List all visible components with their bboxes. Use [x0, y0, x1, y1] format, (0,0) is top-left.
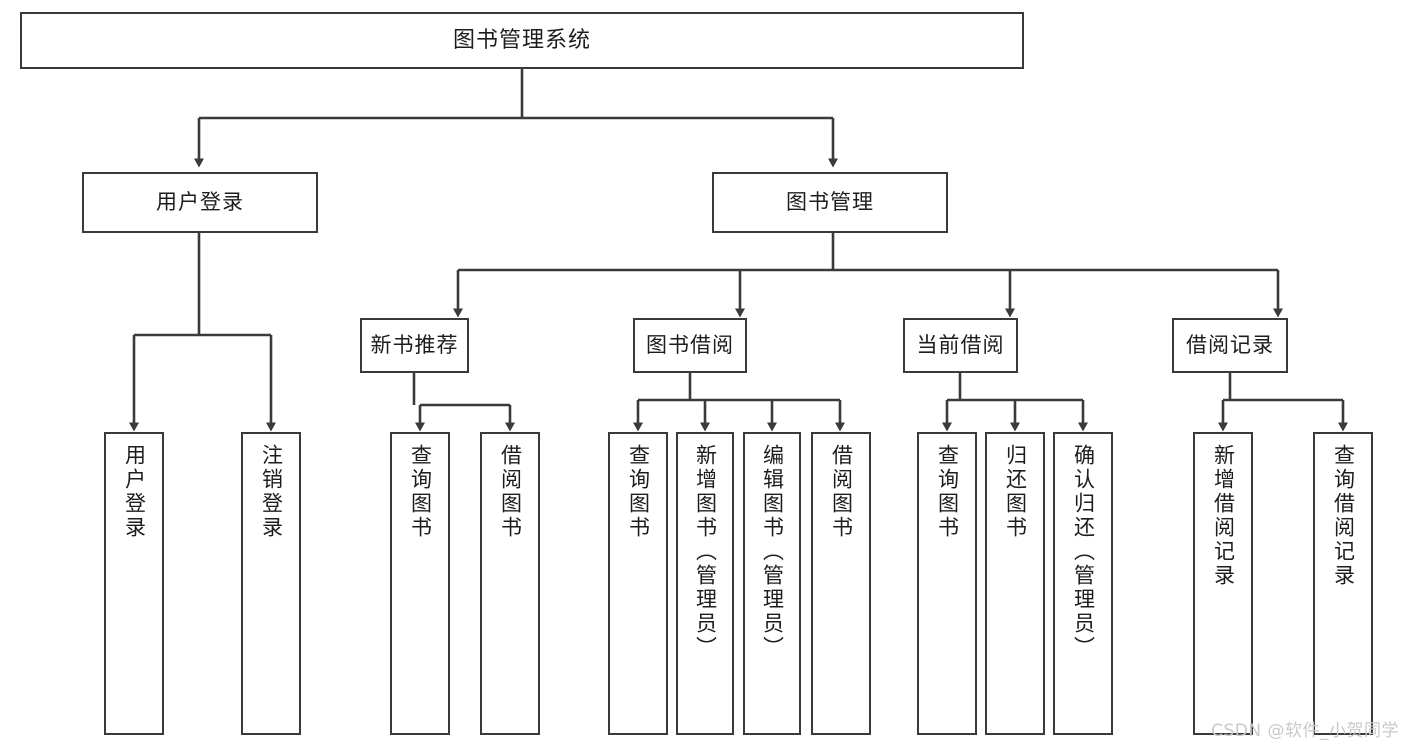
node-book-borrow[interactable]: 图书借阅 [633, 318, 747, 373]
node-label: 借阅图书 [829, 444, 854, 540]
node-label: 当前借阅 [916, 333, 1005, 358]
leaf-borrow-book-recommend[interactable]: 借阅图书 [480, 432, 540, 735]
node-root-book-management-system[interactable]: 图书管理系统 [20, 12, 1024, 69]
leaf-add-book-admin[interactable]: 新增图书（管理员） [676, 432, 734, 735]
leaf-query-book-current[interactable]: 查询图书 [917, 432, 977, 735]
leaf-edit-book-admin[interactable]: 编辑图书（管理员） [743, 432, 801, 735]
node-label: 图书管理 [786, 190, 874, 215]
leaf-logout-login[interactable]: 注销登录 [241, 432, 301, 735]
node-new-book-recommend[interactable]: 新书推荐 [360, 318, 469, 373]
node-label: 新增借阅记录 [1211, 444, 1236, 588]
node-label: 借阅图书 [498, 444, 523, 540]
node-label: 确认归还（管理员） [1071, 444, 1096, 660]
node-label: 编辑图书（管理员） [760, 444, 785, 660]
leaf-return-book[interactable]: 归还图书 [985, 432, 1045, 735]
node-label: 注销登录 [259, 444, 284, 540]
leaf-confirm-return-admin[interactable]: 确认归还（管理员） [1053, 432, 1113, 735]
node-label: 查询借阅记录 [1331, 444, 1356, 588]
node-label: 查询图书 [935, 444, 960, 540]
node-current-borrow[interactable]: 当前借阅 [903, 318, 1018, 373]
node-label: 查询图书 [626, 444, 651, 540]
node-label: 查询图书 [408, 444, 433, 540]
leaf-query-book-recommend[interactable]: 查询图书 [390, 432, 450, 735]
node-label: 新书推荐 [370, 333, 459, 358]
node-book-management[interactable]: 图书管理 [712, 172, 948, 233]
leaf-user-login[interactable]: 用户登录 [104, 432, 164, 735]
csdn-watermark: CSDN @软件_小贺同学 [1211, 721, 1399, 741]
node-label: 图书管理系统 [452, 27, 591, 53]
node-user-login[interactable]: 用户登录 [82, 172, 318, 233]
node-label: 用户登录 [122, 444, 147, 540]
node-label: 归还图书 [1003, 444, 1028, 540]
node-label: 图书借阅 [646, 333, 734, 358]
node-label: 用户登录 [156, 190, 244, 215]
leaf-borrow-book[interactable]: 借阅图书 [811, 432, 871, 735]
leaf-query-book-borrow[interactable]: 查询图书 [608, 432, 668, 735]
leaf-add-borrow-record[interactable]: 新增借阅记录 [1193, 432, 1253, 735]
leaf-query-borrow-record[interactable]: 查询借阅记录 [1313, 432, 1373, 735]
node-label: 借阅记录 [1186, 333, 1274, 358]
node-borrow-record[interactable]: 借阅记录 [1172, 318, 1288, 373]
node-label: 新增图书（管理员） [693, 444, 718, 660]
